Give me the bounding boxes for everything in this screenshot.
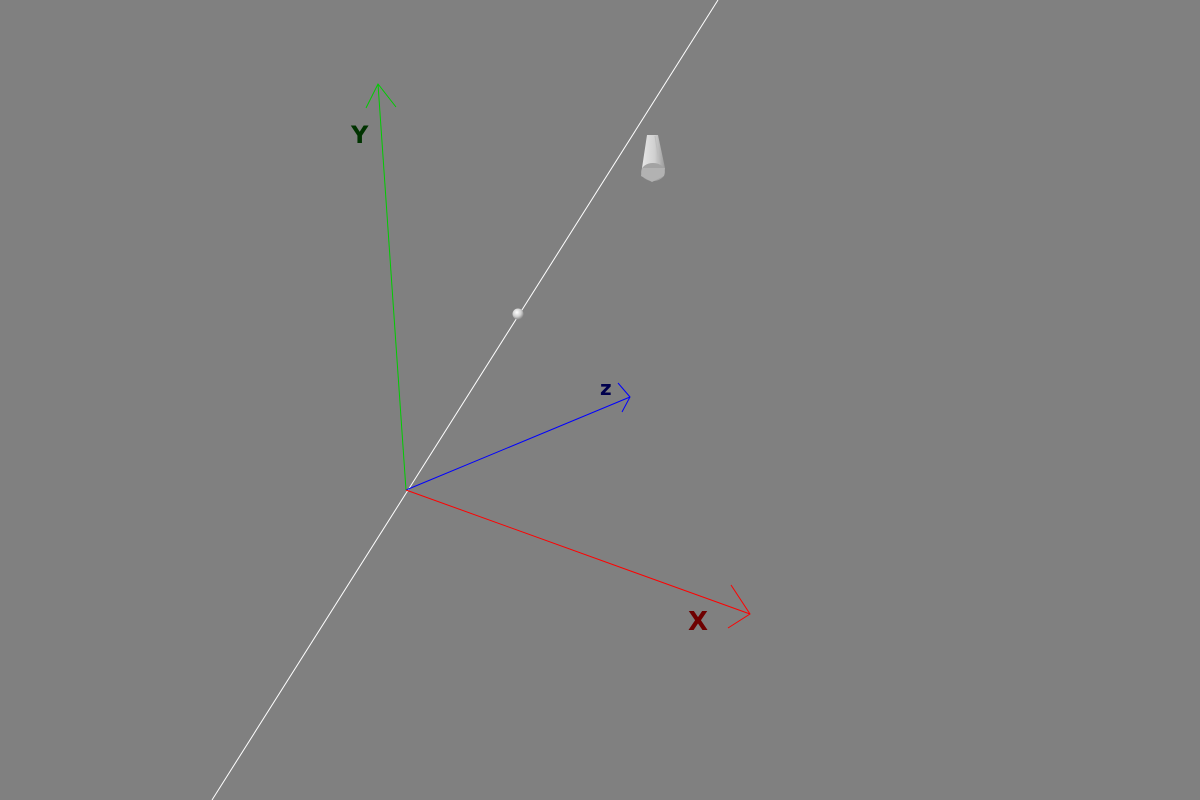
ray-line bbox=[211, 0, 719, 800]
sphere-marker[interactable] bbox=[512, 308, 524, 320]
cone-object[interactable] bbox=[641, 135, 665, 182]
z-axis-arrowhead bbox=[617, 382, 631, 413]
z-axis-label: z bbox=[600, 376, 612, 400]
y-axis bbox=[365, 83, 407, 491]
z-axis bbox=[405, 382, 631, 491]
x-axis bbox=[405, 489, 751, 629]
y-axis-label: Y bbox=[350, 121, 369, 149]
y-axis-arrowhead bbox=[365, 83, 397, 109]
x-axis-arrowhead bbox=[727, 584, 751, 629]
x-axis-label: X bbox=[688, 607, 708, 637]
